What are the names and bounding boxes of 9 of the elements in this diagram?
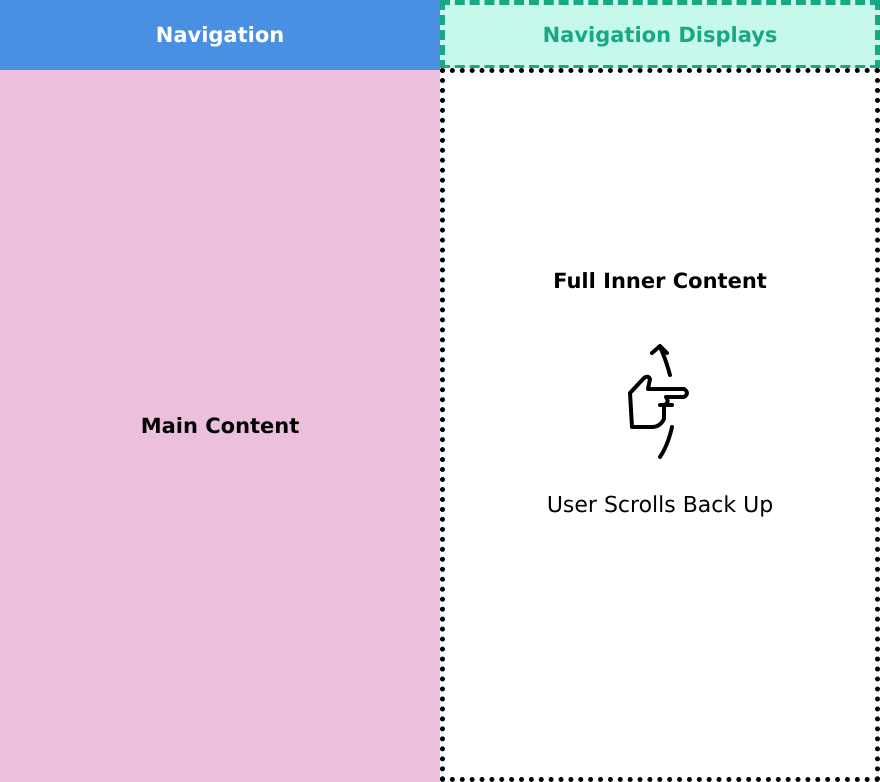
inner-content-panel [440, 68, 880, 782]
section-label: Navigation Displays [542, 23, 778, 47]
section-label: Navigation [156, 23, 284, 47]
caption-text: User Scrolls Back Up [546, 493, 774, 518]
navigation-display-bar [440, 0, 880, 70]
panel-title: Full Inner Content [553, 269, 767, 293]
section-label: Main Content [140, 414, 300, 438]
main-content-panel [0, 70, 440, 782]
navigation-bar [0, 0, 440, 70]
